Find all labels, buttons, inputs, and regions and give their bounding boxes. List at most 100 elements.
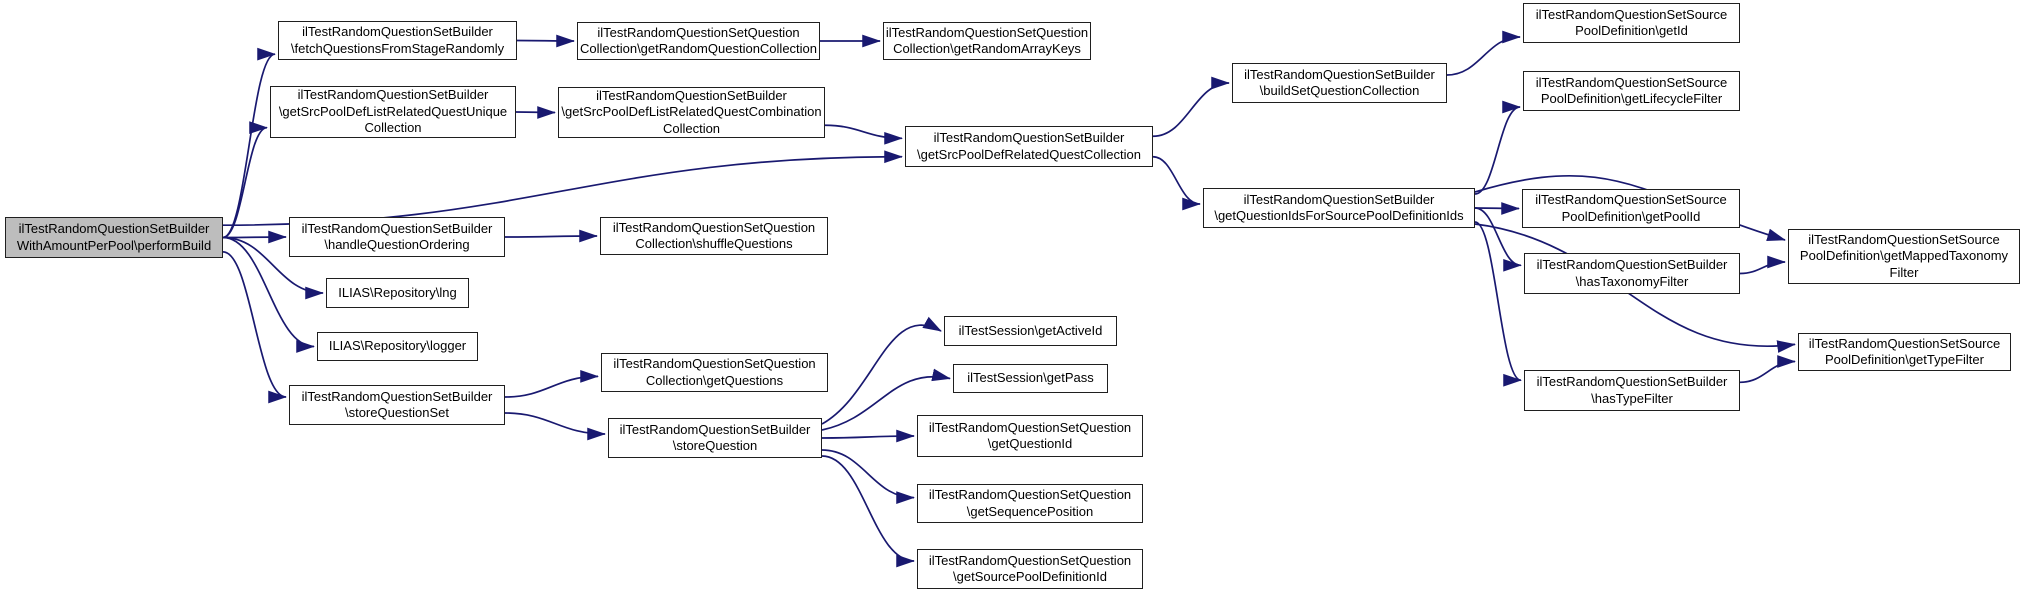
graph-node-label-line: PoolDefinition\getTypeFilter [1825, 352, 1984, 367]
edge-getQuestionIdsForSourcePoolDefinitionIds-to-getPoolId [1474, 202, 1520, 215]
graph-node-label-line: Collection\getRandomQuestionCollection [579, 41, 818, 56]
edge-performBuild-to-logger [222, 236, 315, 353]
graph-node-label-line: ilTestRandomQuestionSetBuilder [933, 130, 1125, 145]
graph-node-label-line: ilTestRandomQuestionSetBuilder [301, 220, 493, 236]
graph-node-getSrcPoolDefRelatedQuestCollection[interactable]: ilTestRandomQuestionSetBuilder\getSrcPoo… [905, 126, 1153, 167]
graph-node-label-line: ilTestRandomQuestionSetSource [1535, 6, 1728, 22]
graph-node-label-line: \hasTaxonomyFilter [1575, 273, 1689, 289]
edge-getQuestionIdsForSourcePoolDefinitionIds-to-hasTypeFilter [1474, 221, 1522, 387]
graph-node-label-line: Collection\shuffleQuestions [635, 236, 793, 251]
edge-storeQuestion-to-getSourcePoolDefinitionId [821, 455, 915, 568]
edge-storeQuestion-to-getQuestionId [821, 429, 915, 443]
edge-performBuild-to-getSrcPoolDefListRelatedQuestUniqueCollection [222, 121, 268, 239]
graph-node-label-line: WithAmountPerPool\performBuild [16, 237, 212, 253]
graph-node-label-line: ilTestSession\getPass [967, 370, 1094, 386]
edge-getQuestionIdsForSourcePoolDefinitionIds-to-getTypeFilter [1474, 223, 1796, 353]
graph-node-label-line: \getQuestionIdsForSourcePoolDefinitionId… [1214, 208, 1464, 223]
graph-node-label-line: \buildSetQuestionCollection [1259, 83, 1420, 98]
graph-node-buildSetQuestionCollection[interactable]: ilTestRandomQuestionSetBuilder\buildSetQ… [1232, 63, 1447, 103]
graph-node-getSrcPoolDefListRelatedQuestUniqueCollection[interactable]: ilTestRandomQuestionSetBuilder\getSrcPoo… [270, 86, 516, 138]
edge-getSrcPoolDefListRelatedQuestUniqueCollection-to-getSrcPoolDefListRelatedQuestCombinationCollection [515, 106, 556, 119]
graph-node-handleQuestionOrdering[interactable]: ilTestRandomQuestionSetBuilder\handleQue… [289, 217, 505, 257]
graph-node-label-line: Collection [364, 120, 422, 136]
graph-node-label-line: \getSequencePosition [966, 503, 1094, 519]
graph-node-label-line: \getSrcPoolDefRelatedQuestCollection [916, 146, 1141, 162]
edge-getQuestionIdsForSourcePoolDefinitionIds-to-hasTaxonomyFilter [1474, 207, 1522, 272]
graph-node-storeQuestionSet[interactable]: ilTestRandomQuestionSetBuilder\storeQues… [289, 385, 505, 425]
graph-node-label-line: ilTestRandomQuestionSetQuestion [612, 219, 816, 235]
graph-node-label-line: \storeQuestionSet [344, 405, 450, 420]
edge-performBuild-to-lng [222, 236, 324, 300]
graph-node-getPass[interactable]: ilTestSession\getPass [953, 364, 1108, 393]
graph-node-label-line: \handleQuestionOrdering [324, 237, 470, 252]
graph-node-label-line: ilTestRandomQuestionSetQuestion [597, 24, 800, 40]
graph-node-label-line: ilTestRandomQuestionSetBuilder [1243, 191, 1435, 207]
edge-buildSetQuestionCollection-to-getId [1446, 30, 1521, 76]
graph-node-fetchQuestionsFromStageRandomly[interactable]: ilTestRandomQuestionSetBuilder\fetchQues… [278, 21, 517, 60]
graph-node-label-line: \getQuestionId [987, 436, 1073, 451]
graph-node-storeQuestion[interactable]: ilTestRandomQuestionSetBuilder\storeQues… [608, 418, 822, 458]
edge-storeQuestion-to-getPass [821, 368, 951, 431]
graph-node-label-line: ilTestRandomQuestionSetQuestion [885, 24, 1089, 40]
graph-node-label-line: ilTestRandomQuestionSetBuilder [18, 221, 210, 236]
graph-node-label-line: ilTestRandomQuestionSetSource [1535, 74, 1728, 90]
graph-node-label-line: ILIAS\Repository\lng [338, 284, 457, 300]
graph-node-label-line: ilTestRandomQuestionSetBuilder [1536, 374, 1728, 389]
graph-node-label-line: \fetchQuestionsFromStageRandomly [290, 40, 505, 56]
graph-node-label-line: ilTestRandomQuestionSetBuilder [596, 87, 787, 103]
graph-node-getSrcPoolDefListRelatedQuestCombinationCollection[interactable]: ilTestRandomQuestionSetBuilder\getSrcPoo… [558, 87, 825, 138]
edge-storeQuestion-to-getSequencePosition [821, 449, 915, 504]
graph-node-label-line: ilTestRandomQuestionSetSource [1808, 231, 2000, 247]
graph-node-label-line: ilTestRandomQuestionSetBuilder [619, 421, 811, 437]
edge-hasTypeFilter-to-getTypeFilter [1739, 355, 1796, 384]
graph-node-label-line: ilTestRandomQuestionSetQuestion [928, 487, 1132, 502]
graph-node-hasTaxonomyFilter[interactable]: ilTestRandomQuestionSetBuilder\hasTaxono… [1524, 253, 1740, 294]
edge-handleQuestionOrdering-to-shuffleQuestions [504, 229, 598, 243]
graph-node-label-line: ilTestRandomQuestionSetBuilder [1244, 66, 1435, 82]
graph-node-getSourcePoolDefinitionId[interactable]: ilTestRandomQuestionSetQuestion\getSourc… [917, 549, 1143, 589]
graph-node-label-line: \getSourcePoolDefinitionId [953, 569, 1107, 584]
edge-hasTaxonomyFilter-to-getMappedTaxonomyFilter [1739, 255, 1786, 275]
graph-node-hasTypeFilter[interactable]: ilTestRandomQuestionSetBuilder\hasTypeFi… [1524, 370, 1740, 411]
edge-getSrcPoolDefRelatedQuestCollection-to-buildSetQuestionCollection [1152, 76, 1230, 138]
graph-node-label-line: ilTestRandomQuestionSetQuestion [928, 552, 1132, 568]
graph-node-label-line: ilTestRandomQuestionSetQuestion [928, 419, 1132, 435]
edge-fetchQuestionsFromStageRandomly-to-getRandomQuestionCollection [516, 34, 575, 48]
graph-node-getQuestionIdsForSourcePoolDefinitionIds[interactable]: ilTestRandomQuestionSetBuilder\getQuesti… [1203, 188, 1475, 228]
graph-node-getSequencePosition[interactable]: ilTestRandomQuestionSetQuestion\getSeque… [917, 484, 1143, 523]
graph-node-label-line: PoolDefinition\getId [1575, 23, 1688, 38]
graph-node-getQuestionId[interactable]: ilTestRandomQuestionSetQuestion\getQuest… [917, 415, 1143, 457]
graph-node-label-line: ilTestRandomQuestionSetSource [1535, 192, 1727, 207]
graph-node-label-line: ilTestSession\getActiveId [958, 322, 1103, 338]
graph-node-label-line: ilTestRandomQuestionSetQuestion [613, 356, 816, 371]
graph-node-label-line: ilTestRandomQuestionSetBuilder [301, 388, 493, 404]
edge-storeQuestionSet-to-storeQuestion [504, 412, 606, 441]
graph-node-label-line: PoolDefinition\getPoolId [1561, 208, 1701, 224]
edge-getSrcPoolDefRelatedQuestCollection-to-getQuestionIdsForSourcePoolDefinitionIds [1152, 155, 1201, 211]
graph-node-label-line: ilTestRandomQuestionSetBuilder [297, 87, 489, 103]
graph-node-lng[interactable]: ILIAS\Repository\lng [326, 278, 469, 308]
graph-node-label-line: Collection\getQuestions [645, 372, 784, 388]
graph-node-label-line: ilTestRandomQuestionSetSource [1808, 335, 2001, 351]
graph-node-label-line: PoolDefinition\getLifecycleFilter [1540, 91, 1723, 106]
edge-storeQuestionSet-to-getQuestions [504, 370, 599, 398]
graph-node-label-line: \getSrcPoolDefListRelatedQuestUnique [278, 103, 508, 119]
graph-node-label-line: PoolDefinition\getMappedTaxonomy [1799, 248, 2009, 264]
graph-node-logger[interactable]: ILIAS\Repository\logger [317, 332, 478, 361]
graph-node-getActiveId[interactable]: ilTestSession\getActiveId [944, 316, 1117, 346]
graph-node-label-line: ilTestRandomQuestionSetBuilder [302, 24, 493, 39]
edge-getSrcPoolDefListRelatedQuestCombinationCollection-to-getSrcPoolDefRelatedQuestCollection [824, 124, 903, 145]
graph-node-label-line: ilTestRandomQuestionSetBuilder [1536, 257, 1728, 272]
